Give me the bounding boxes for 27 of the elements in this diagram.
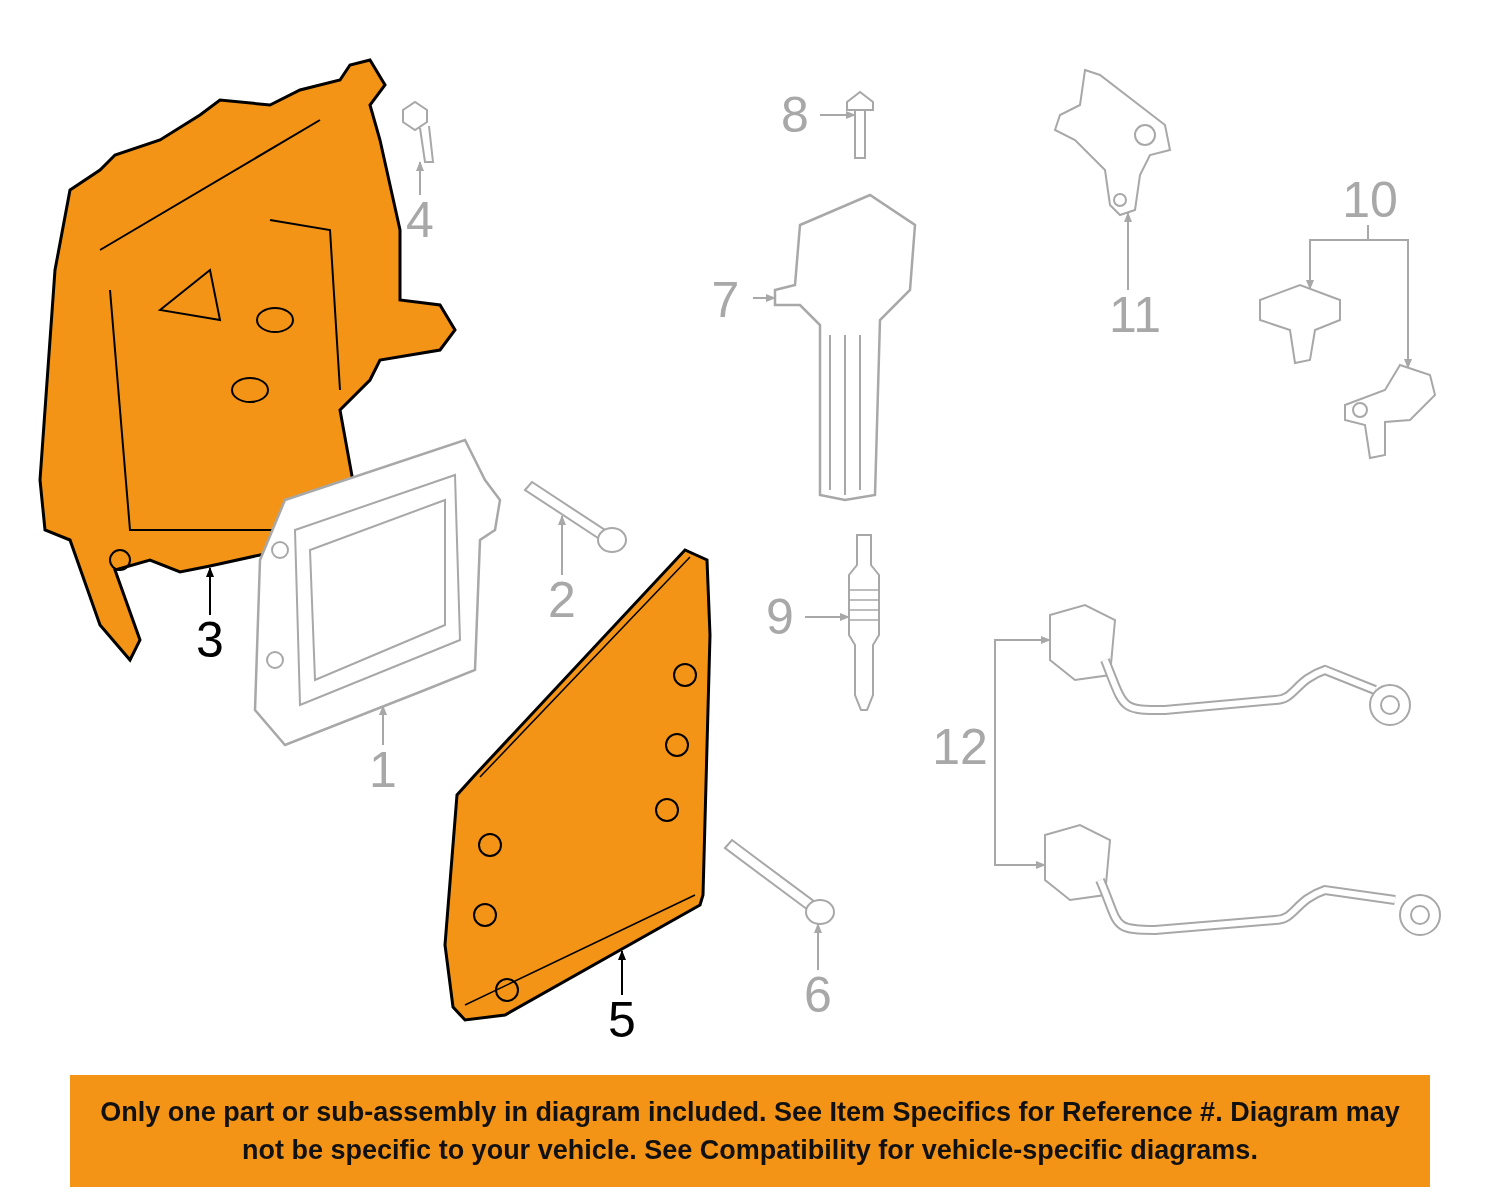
callout-number: 10 bbox=[1335, 175, 1405, 225]
callout-number: 7 bbox=[698, 275, 753, 325]
leader-line bbox=[804, 613, 850, 621]
leader-line bbox=[379, 705, 387, 746]
leader-line bbox=[994, 747, 1046, 869]
leader-line bbox=[1367, 224, 1412, 369]
callout-number: 9 bbox=[755, 592, 805, 642]
callout-number: 8 bbox=[770, 90, 820, 140]
callout-number: 1 bbox=[358, 745, 408, 795]
bolt-drawing bbox=[845, 90, 875, 160]
leader-line bbox=[558, 515, 566, 576]
callout-number: 2 bbox=[537, 575, 587, 625]
callout-number: 6 bbox=[793, 970, 843, 1020]
callout-number: 4 bbox=[395, 195, 445, 245]
leader-line bbox=[206, 567, 214, 616]
leader-line bbox=[1124, 212, 1132, 291]
callout-number: 11 bbox=[1100, 290, 1170, 340]
callout-number: 5 bbox=[597, 995, 647, 1045]
disclaimer-banner: Only one part or sub-assembly in diagram included. See Item Specifics for Reference #. Diagram may not be specific to your vehicle. See Compatibility for vehicle-specific diagrams. bbox=[70, 1075, 1430, 1187]
callout-number: 12 bbox=[925, 722, 995, 772]
leader-line bbox=[819, 111, 856, 119]
leader-line bbox=[752, 294, 776, 302]
leader-line bbox=[618, 950, 626, 996]
leader-line bbox=[416, 161, 424, 196]
callout-number: 3 bbox=[185, 615, 235, 665]
leader-line bbox=[814, 923, 822, 971]
leader-line bbox=[994, 636, 1051, 749]
